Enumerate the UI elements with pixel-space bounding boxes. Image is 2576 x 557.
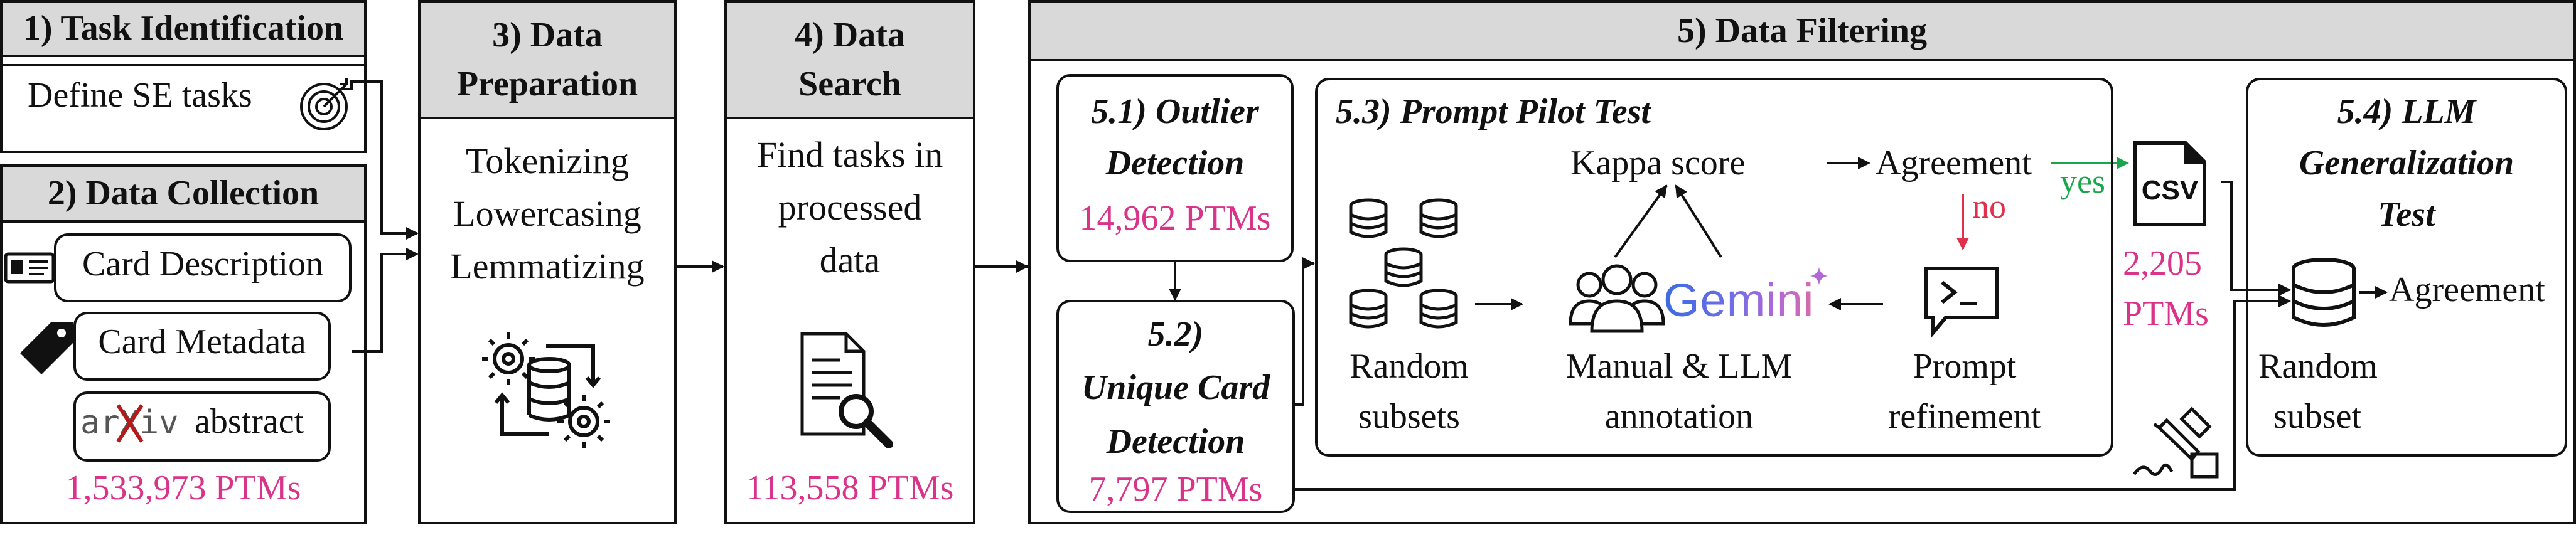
define-se-tasks-label: Define SE tasks (28, 76, 252, 115)
stage-2-title: 2) Data Collection (0, 164, 367, 223)
card-metadata-label: Card Metadata (98, 322, 306, 361)
pilot-box (1315, 78, 2113, 457)
csv-label: CSV (2141, 175, 2199, 206)
stage-4-title-l2: Search (798, 65, 901, 103)
prompt-refinement-l1: Prompt (1913, 347, 2017, 386)
stage-5-title: 5) Data Filtering (1028, 0, 2576, 61)
stage-3-title: 3) Data Preparation (418, 0, 677, 119)
target-icon (300, 78, 353, 130)
step-lowercasing: Lowercasing (453, 193, 641, 234)
arrow-gemini-to-kappa (1675, 184, 1722, 258)
arrow-csv-to-llm (2221, 181, 2291, 296)
stage-3-title-l1: 3) Data (492, 15, 603, 55)
arrow-people-to-kappa (1614, 184, 1668, 258)
manual-annotation-l1: Manual & LLM (1565, 347, 1793, 386)
random-subsets-l2: subsets (1358, 397, 1460, 436)
llm-agreement-label: Agreement (2389, 270, 2545, 309)
kappa-score-label: Kappa score (1570, 144, 1746, 183)
database-stack-icon (1349, 198, 1458, 329)
outlier-title-l2: Detection (1105, 144, 1245, 183)
arrow-unique-to-pilot (1295, 257, 1315, 406)
people-icon (1569, 264, 1665, 333)
terminal-icon (1924, 267, 1999, 338)
yes-label: yes (2060, 162, 2105, 200)
no-label: no (1972, 188, 2006, 225)
search-body-l1: Find tasks in (756, 134, 943, 175)
signature-icon (2132, 406, 2219, 479)
outlier-title-l1: 5.1) Outlier (1091, 92, 1259, 131)
define-tasks-box (0, 65, 367, 153)
arxiv-abstract-box (73, 391, 331, 462)
unique-title-l3: Detection (1106, 422, 1245, 461)
stage-1-title: 1) Task Identification (0, 0, 367, 57)
unique-count: 7,797 PTMs (1088, 470, 1263, 509)
unique-box (1056, 300, 1295, 513)
arxiv-x-mark (116, 404, 144, 443)
tag-icon (20, 322, 73, 374)
gemini-logo: Gemini (1663, 274, 1815, 326)
csv-count-l2: PTMs (2123, 294, 2209, 333)
card-description-box (54, 233, 352, 302)
step-lemmatizing: Lemmatizing (450, 246, 645, 287)
unique-title-l1: 5.2) (1147, 315, 1204, 354)
card-metadata-box (73, 312, 331, 381)
llm-title-l2: Generalization (2299, 144, 2514, 183)
gears-database-icon (482, 332, 610, 448)
collection-count: 1,533,973 PTMs (65, 469, 301, 507)
agreement-label: Agreement (1876, 144, 2032, 183)
llm-title-l3: Test (2378, 195, 2435, 234)
llm-random-l1: Random (2258, 347, 2378, 386)
prompt-refinement-l2: refinement (1888, 397, 2041, 436)
document-search-icon (800, 332, 893, 448)
search-count: 113,558 PTMs (746, 469, 954, 507)
csv-file-icon (2133, 141, 2206, 226)
stage-4-title-l1: 4) Data (795, 15, 905, 55)
manual-annotation-l2: annotation (1604, 397, 1754, 436)
llm-box (2246, 78, 2567, 457)
database-icon (2292, 258, 2356, 327)
pilot-title: 5.3) Prompt Pilot Test (1336, 92, 1651, 131)
arrow-s1-to-s3 (352, 80, 419, 240)
abstract-label: abstract (195, 402, 304, 441)
outlier-count: 14,962 PTMs (1079, 199, 1271, 238)
arrow-s2-to-s3 (352, 248, 419, 353)
search-body-l2: processed (778, 187, 922, 228)
search-body-l3: data (819, 240, 881, 280)
card-description-label: Card Description (82, 245, 324, 284)
stage-3-title-l2: Preparation (456, 65, 638, 103)
sparkle-icon (1810, 267, 1828, 285)
outlier-box (1056, 74, 1294, 262)
csv-count-l1: 2,205 (2123, 244, 2202, 283)
step-tokenizing: Tokenizing (465, 141, 630, 181)
random-subsets-l1: Random (1350, 347, 1469, 386)
arrow-unique-to-llm (1295, 295, 2291, 491)
llm-title-l1: 5.4) LLM (2337, 92, 2476, 131)
card-icon (4, 252, 55, 284)
unique-title-l2: Unique Card (1081, 368, 1270, 407)
llm-random-l2: subset (2273, 397, 2361, 436)
stage-4-title: 4) Data Search (724, 0, 975, 119)
